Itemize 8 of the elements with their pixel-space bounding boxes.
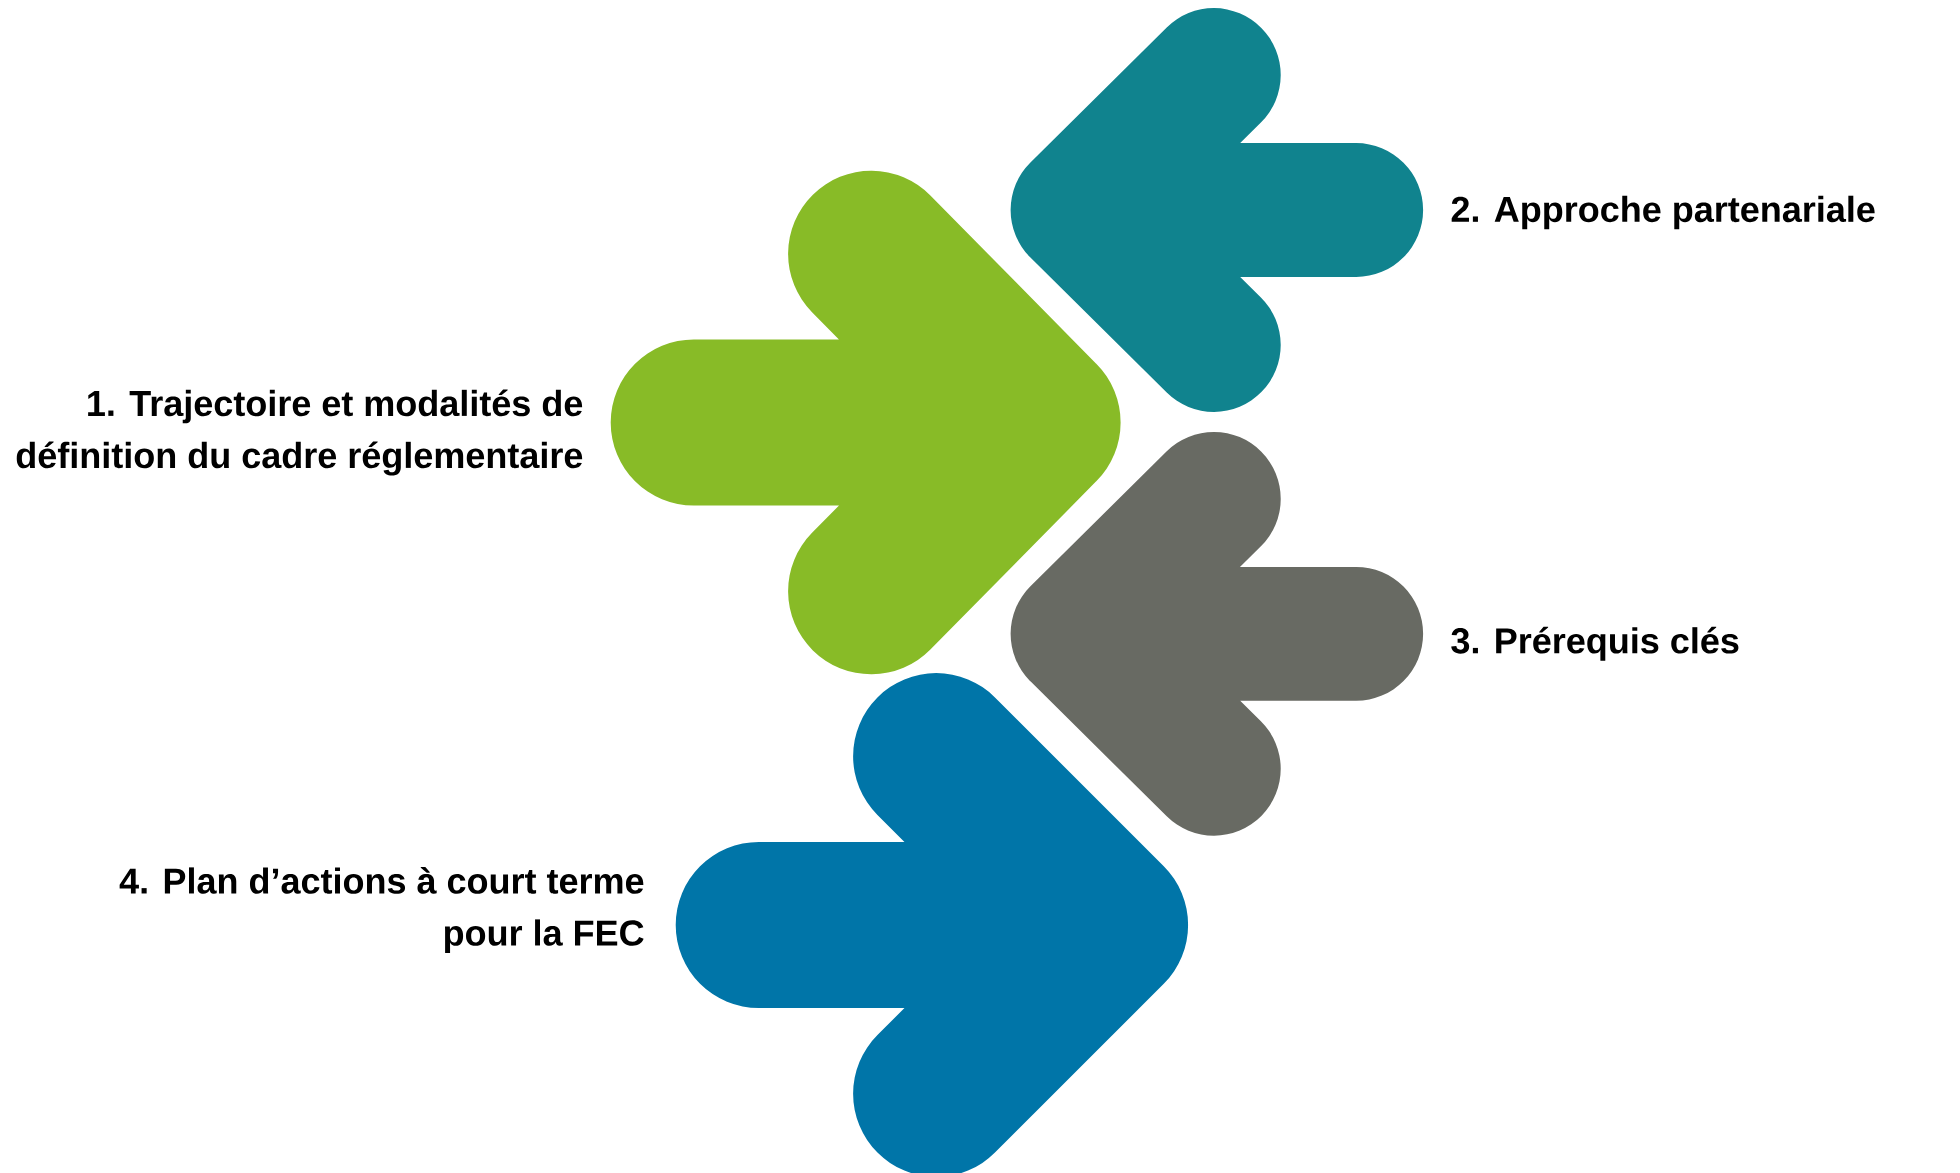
arrow-label: 3. Prérequis clés	[1451, 626, 1739, 661]
arrow-label: 2. Approche partenariale	[1451, 195, 1875, 230]
arrow-shape	[675, 673, 1189, 1173]
arrow-label: 4. Plan d’actions à court terme pour la FEC	[119, 867, 644, 953]
arrow-shape	[1010, 431, 1424, 836]
arrow-shape	[1010, 8, 1424, 412]
arrow-shape	[610, 170, 1121, 675]
arrow-label: 1. Trajectoire et modalités de définition du cadre réglementaire	[16, 389, 583, 476]
